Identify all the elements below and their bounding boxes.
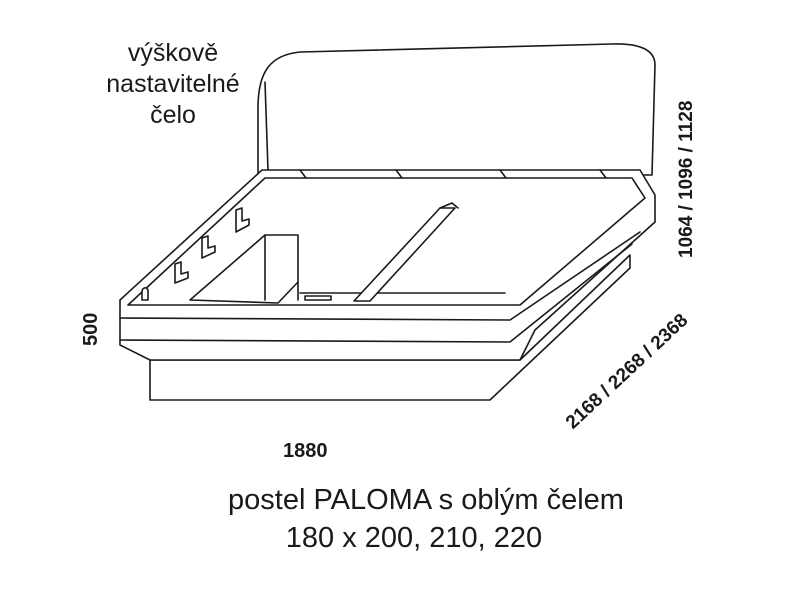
headboard-height-dimension: 1064 / 1096 / 1128 <box>676 100 697 258</box>
product-title: postel PALOMA s oblým čelem <box>228 484 624 516</box>
headboard <box>257 43 656 176</box>
note-line-3: čelo <box>150 101 196 129</box>
hinge-fittings <box>141 169 607 301</box>
center-slat <box>353 207 456 302</box>
storage-box <box>189 234 299 304</box>
height-dimension: 500 <box>80 312 102 346</box>
product-sizes: 180 x 200, 210, 220 <box>285 522 543 554</box>
note-line-1: výškově <box>127 39 219 67</box>
headboard-note: výškově nastavitelné čelo <box>88 38 258 131</box>
width-dimension: 1880 <box>283 440 328 462</box>
note-line-2: nastavitelné <box>106 70 240 98</box>
